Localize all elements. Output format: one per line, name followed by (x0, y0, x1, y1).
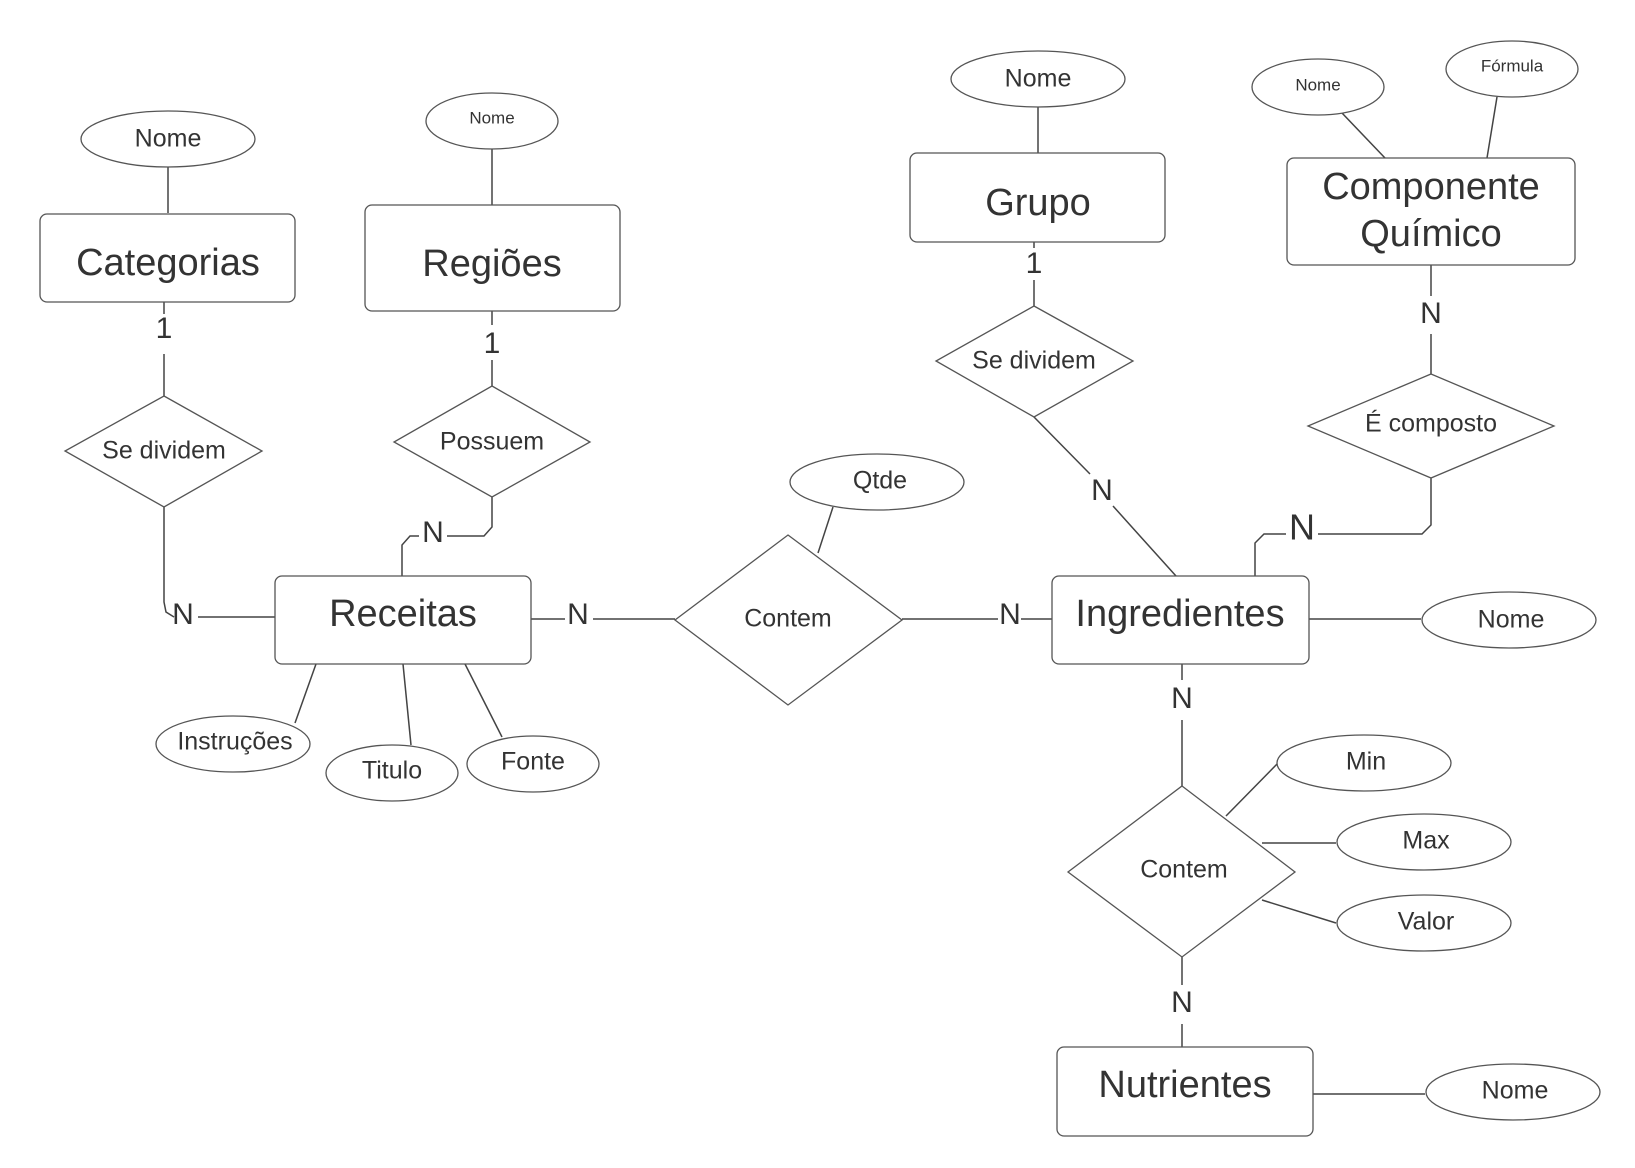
entity-label: Ingredientes (1075, 593, 1284, 635)
attribute-label: Valor (1398, 908, 1455, 936)
attribute-receitas-titulo[interactable]: Titulo (325, 744, 459, 802)
entity-label-line1: Componente (1322, 166, 1540, 208)
attribute-receitas-instrucoes[interactable]: Instruções (155, 715, 311, 773)
cardinality-componente: N (1420, 297, 1442, 330)
entity-receitas[interactable]: Receitas (274, 575, 532, 665)
line-contem2-valor (1261, 899, 1337, 924)
attribute-contem-qtde[interactable]: Qtde (789, 453, 965, 511)
attribute-label: Nome (469, 108, 514, 127)
line-n-ingredientes (1112, 505, 1177, 577)
attribute-label: Min (1346, 748, 1386, 776)
entity-nutrientes[interactable]: Nutrientes (1056, 1046, 1314, 1137)
entity-label: Receitas (329, 593, 477, 635)
line-contem-qtde (817, 506, 834, 554)
entity-label: Nutrientes (1098, 1064, 1271, 1106)
attribute-label: Qtde (853, 467, 907, 495)
cardinality-categorias-receitas: N (172, 598, 194, 631)
attribute-contem-min[interactable]: Min (1276, 734, 1452, 792)
attribute-ingredientes-nome[interactable]: Nome (1421, 591, 1597, 649)
cardinality-regioes: 1 (484, 327, 501, 360)
attribute-componente-formula[interactable]: Fórmula (1445, 40, 1579, 98)
attribute-contem-valor[interactable]: Valor (1336, 894, 1512, 952)
cardinality-categorias: 1 (156, 312, 173, 345)
cardinality-componente-ingredientes: N (1289, 507, 1315, 548)
relationship-label: Se dividem (102, 437, 226, 465)
entity-regioes[interactable]: Regiões (364, 204, 621, 312)
relationship-categorias-receitas[interactable]: Se dividem (63, 395, 264, 508)
attribute-label: Nome (135, 125, 202, 153)
line-componente-nome (1341, 112, 1386, 159)
entity-label: Categorias (76, 242, 260, 284)
relationship-ingredientes-nutrientes[interactable]: Contem (1066, 785, 1297, 958)
entity-ingredientes[interactable]: Ingredientes (1051, 575, 1310, 665)
line-contem2-min (1225, 761, 1280, 817)
relationship-label: Possuem (440, 428, 544, 456)
relationship-receitas-ingredientes[interactable]: Contem (673, 534, 904, 706)
cardinality-grupo: 1 (1026, 247, 1043, 280)
attribute-label: Nome (1295, 75, 1340, 94)
entity-label-line2: Químico (1360, 213, 1501, 255)
line-possuem-n (447, 497, 493, 537)
line-n-receitas-top (401, 535, 419, 576)
entity-grupo[interactable]: Grupo (909, 152, 1166, 243)
relationship-label: É composto (1365, 409, 1497, 438)
relationship-regioes-receitas[interactable]: Possuem (392, 385, 592, 498)
cardinality-ingredientes-nutrientes: N (1171, 682, 1193, 715)
attribute-receitas-fonte[interactable]: Fonte (466, 735, 600, 793)
entity-categorias[interactable]: Categorias (39, 213, 296, 303)
attribute-label: Nome (1482, 1077, 1549, 1105)
line-receitas-titulo (402, 663, 412, 746)
cardinalities: 1 N 1 N 1 N N N N N N N (156, 247, 1442, 1019)
line-sedividem-receitas (163, 507, 175, 618)
line-ecomposto-n (1318, 478, 1432, 535)
attribute-grupo-nome[interactable]: Nome (950, 50, 1126, 108)
attribute-label: Nome (1005, 65, 1072, 93)
line-sedividem2-n (1033, 416, 1091, 475)
entity-label: Grupo (985, 182, 1091, 224)
attribute-categorias-nome[interactable]: Nome (80, 110, 256, 168)
cardinality-regioes-receitas: N (422, 516, 444, 549)
cardinality-grupo-ingredientes: N (1091, 474, 1113, 507)
attribute-label: Fórmula (1481, 56, 1544, 75)
line-componente-formula (1486, 96, 1498, 159)
line-receitas-instrucoes (294, 663, 317, 724)
entity-label: Regiões (422, 243, 561, 285)
attribute-label: Max (1402, 827, 1450, 855)
cardinality-receitas-contem: N (567, 598, 589, 631)
cardinality-ingredientes-contem: N (999, 598, 1021, 631)
relationship-componente-ingredientes[interactable]: É composto (1306, 373, 1556, 479)
entity-componente-quimico[interactable]: Componente Químico (1286, 157, 1576, 266)
attribute-label: Instruções (177, 728, 292, 756)
relationship-label: Se dividem (972, 347, 1096, 375)
relationship-label: Contem (744, 605, 832, 633)
attribute-componente-nome[interactable]: Nome (1251, 58, 1385, 116)
connector-lines (163, 96, 1498, 1095)
attribute-contem-max[interactable]: Max (1336, 813, 1512, 871)
relationship-grupo-ingredientes[interactable]: Se dividem (934, 305, 1135, 418)
relationship-label: Contem (1140, 856, 1228, 884)
line-receitas-fonte (464, 663, 503, 738)
attribute-label: Nome (1478, 606, 1545, 634)
attribute-regioes-nome[interactable]: Nome (425, 92, 559, 150)
attribute-label: Titulo (362, 757, 422, 785)
cardinality-nutrientes: N (1171, 986, 1193, 1019)
attribute-nutrientes-nome[interactable]: Nome (1425, 1063, 1601, 1121)
line-n-ingredientes2 (1254, 533, 1286, 576)
attribute-label: Fonte (501, 748, 565, 776)
